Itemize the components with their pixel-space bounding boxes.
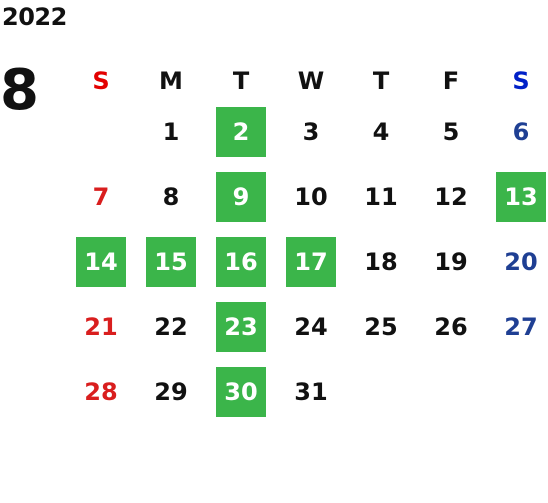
day-number: 13 — [496, 172, 546, 222]
day-number: 14 — [76, 237, 126, 287]
week-row: 28 29 30 31 — [66, 367, 548, 432]
day-cell: 13 — [486, 172, 548, 222]
day-cell: 30 — [206, 367, 276, 417]
day-number: 3 — [302, 118, 320, 146]
day-number: 2 — [216, 107, 266, 157]
day-cell: 21 — [66, 302, 136, 352]
day-cell: 7 — [66, 172, 136, 222]
day-cell: 14 — [66, 237, 136, 287]
day-cell: 3 — [276, 107, 346, 157]
day-number: 7 — [92, 183, 110, 211]
day-cell: 20 — [486, 237, 548, 287]
day-number: 25 — [364, 313, 398, 341]
day-number: 16 — [216, 237, 266, 287]
weekday-monday: M — [159, 67, 183, 95]
day-number — [356, 367, 406, 417]
day-number — [496, 367, 546, 417]
day-cell: 9 — [206, 172, 276, 222]
day-number: 18 — [364, 248, 398, 276]
day-cell: 18 — [346, 237, 416, 287]
week-row: 7 8 9 10 11 12 13 — [66, 172, 548, 237]
day-cell: 24 — [276, 302, 346, 352]
day-cell — [346, 367, 416, 417]
day-cell: 22 — [136, 302, 206, 352]
day-cell — [486, 367, 548, 417]
day-number: 21 — [84, 313, 118, 341]
day-cell: 26 — [416, 302, 486, 352]
day-cell: 31 — [276, 367, 346, 417]
day-cell: 10 — [276, 172, 346, 222]
day-cell: 17 — [276, 237, 346, 287]
weekday-friday: F — [442, 67, 460, 95]
day-number: 10 — [294, 183, 328, 211]
week-row: 1 2 3 4 5 6 — [66, 107, 548, 172]
day-cell: 25 — [346, 302, 416, 352]
calendar-grid: S M T W T F S 1 2 3 4 5 6 7 8 9 10 11 12… — [66, 55, 548, 432]
weekday-tuesday: T — [232, 67, 250, 95]
day-number: 22 — [154, 313, 188, 341]
day-number: 1 — [162, 118, 180, 146]
day-number: 15 — [146, 237, 196, 287]
day-number: 26 — [434, 313, 468, 341]
day-cell: 15 — [136, 237, 206, 287]
day-number: 30 — [216, 367, 266, 417]
weekday-header-row: S M T W T F S — [66, 55, 548, 107]
day-cell: 2 — [206, 107, 276, 157]
week-row: 21 22 23 24 25 26 27 — [66, 302, 548, 367]
day-number: 12 — [434, 183, 468, 211]
day-number: 5 — [442, 118, 460, 146]
weekday-wednesday: W — [297, 67, 325, 95]
day-number: 23 — [216, 302, 266, 352]
day-cell — [66, 107, 136, 157]
day-number: 4 — [372, 118, 390, 146]
day-cell: 19 — [416, 237, 486, 287]
day-cell: 28 — [66, 367, 136, 417]
day-cell: 29 — [136, 367, 206, 417]
day-number: 19 — [434, 248, 468, 276]
day-cell: 1 — [136, 107, 206, 157]
day-cell: 12 — [416, 172, 486, 222]
day-number: 9 — [216, 172, 266, 222]
day-number: 11 — [364, 183, 398, 211]
weekday-thursday: T — [372, 67, 390, 95]
day-cell: 11 — [346, 172, 416, 222]
weekday-saturday: S — [512, 67, 530, 95]
day-cell: 16 — [206, 237, 276, 287]
weekday-sunday: S — [92, 67, 110, 95]
month-label: 8 — [0, 58, 39, 123]
day-cell: 6 — [486, 107, 548, 157]
day-number — [76, 107, 126, 157]
day-number: 17 — [286, 237, 336, 287]
day-number: 20 — [504, 248, 538, 276]
year-label: 2022 — [2, 3, 67, 31]
day-number: 24 — [294, 313, 328, 341]
day-number: 8 — [162, 183, 180, 211]
day-cell: 27 — [486, 302, 548, 352]
day-cell — [416, 367, 486, 417]
day-cell: 23 — [206, 302, 276, 352]
day-number: 6 — [512, 118, 530, 146]
day-number: 27 — [504, 313, 538, 341]
day-number: 31 — [294, 378, 328, 406]
day-cell: 4 — [346, 107, 416, 157]
day-number — [426, 367, 476, 417]
day-number: 29 — [154, 378, 188, 406]
day-number: 28 — [84, 378, 118, 406]
week-row: 14 15 16 17 18 19 20 — [66, 237, 548, 302]
day-cell: 5 — [416, 107, 486, 157]
day-cell: 8 — [136, 172, 206, 222]
